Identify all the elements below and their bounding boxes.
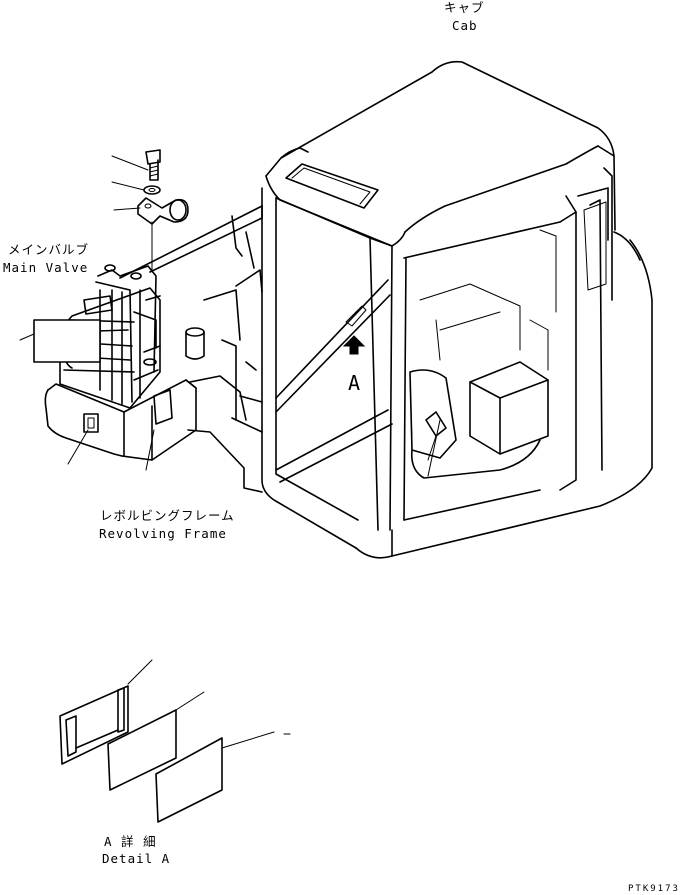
clamp-part [137,197,189,271]
washer-part [143,185,161,195]
detail-a-label-en: Detail A [102,851,170,866]
drawing-code: PTK9173 [628,884,680,894]
main-valve-label-en: Main Valve [3,260,88,275]
revolving-frame-label-jp: レボルビングフレーム [100,508,235,523]
detail-a-label-jp: A 詳 細 [104,834,157,849]
cab-drawing [261,60,653,559]
label-plate-callout [33,319,101,363]
leader-lines [19,155,441,477]
view-a-marker: A [348,371,361,395]
cab-label-jp: キャブ [444,0,485,15]
revolving-frame-drawing [44,205,263,493]
revolving-frame-label-en: Revolving Frame [99,526,227,541]
main-valve-label-jp: メインバルブ [8,242,89,257]
detail-a-drawing [59,659,291,823]
cab-label-en: Cab [452,18,478,33]
bolt-part [145,149,161,181]
